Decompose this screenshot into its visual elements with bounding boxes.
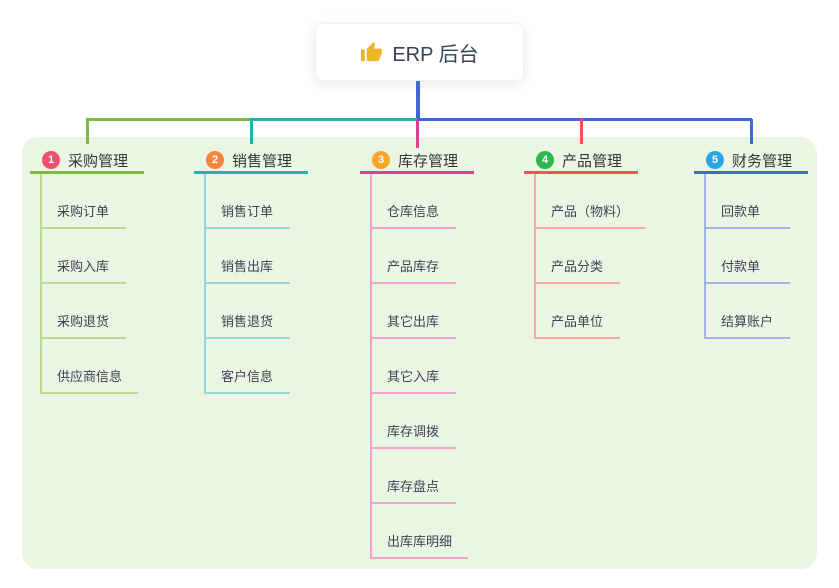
leaf-node-sales-order[interactable]: 销售订单 [204,174,290,229]
leaf-node-product-material[interactable]: 产品（物料） [534,174,646,229]
branch-number-badge: 4 [536,151,554,169]
branch-node-inventory[interactable]: 3 库存管理 [360,149,474,174]
leaf-node-warehouse-info[interactable]: 仓库信息 [370,174,456,229]
connector-drop-sales [250,118,253,144]
branch-items: 销售订单 销售出库 销售退货 客户信息 [204,174,308,394]
leaf-node-sales-outbound[interactable]: 销售出库 [204,229,290,284]
root-node[interactable]: ERP 后台 [315,23,524,81]
leaf-node-receipt-bill[interactable]: 回款单 [704,174,790,229]
leaf-node-settlement-account[interactable]: 结算账户 [704,284,790,339]
branch-subtree-line [204,174,206,394]
connector-drop-product [580,119,583,144]
leaf-node-customer-info[interactable]: 客户信息 [204,339,290,394]
leaf-node-product-stock[interactable]: 产品库存 [370,229,456,284]
branch-number-badge: 5 [706,151,724,169]
connector-h-sales [250,118,418,121]
branch-finance: 5 财务管理 回款单 付款单 结算账户 [694,149,808,339]
leaf-node-product-unit[interactable]: 产品单位 [534,284,620,339]
branch-number-badge: 3 [372,151,390,169]
branch-items: 回款单 付款单 结算账户 [704,174,808,339]
leaf-node-product-category[interactable]: 产品分类 [534,229,620,284]
branch-label: 产品管理 [562,152,623,170]
connector-h-finance [417,118,752,121]
branch-label: 销售管理 [232,152,293,170]
leaf-node-supplier-info[interactable]: 供应商信息 [40,339,139,394]
leaf-node-sales-return[interactable]: 销售退货 [204,284,290,339]
branch-node-sales[interactable]: 2 销售管理 [194,149,308,174]
branch-items: 采购订单 采购入库 采购退货 供应商信息 [40,174,144,394]
leaf-node-stock-check[interactable]: 库存盘点 [370,449,456,504]
branch-subtree-line [534,174,536,339]
root-node-label: ERP 后台 [392,43,479,66]
branch-items: 仓库信息 产品库存 其它出库 其它入库 库存调拨 库存盘点 出库库明细 [370,174,474,559]
branch-label: 库存管理 [398,152,459,170]
connector-h-purchase [86,118,252,121]
branch-purchase: 1 采购管理 采购订单 采购入库 采购退货 供应商信息 [30,149,144,394]
branch-sales: 2 销售管理 销售订单 销售出库 销售退货 客户信息 [194,149,308,394]
thumbs-up-icon [361,41,383,61]
branch-label: 财务管理 [732,152,793,170]
branch-subtree-line [704,174,706,339]
branch-subtree-line [370,174,372,559]
branch-items: 产品（物料） 产品分类 产品单位 [534,174,646,339]
branch-node-purchase[interactable]: 1 采购管理 [30,149,144,174]
leaf-node-purchase-inbound[interactable]: 采购入库 [40,229,126,284]
connector-drop-inventory [416,120,419,148]
branch-number-badge: 1 [42,151,60,169]
branch-node-product[interactable]: 4 产品管理 [524,149,638,174]
leaf-node-purchase-return[interactable]: 采购退货 [40,284,126,339]
leaf-node-other-inbound[interactable]: 其它入库 [370,339,456,394]
branch-product: 4 产品管理 产品（物料） 产品分类 产品单位 [524,149,646,339]
leaf-node-stock-transfer[interactable]: 库存调拨 [370,394,456,449]
branch-label: 采购管理 [68,152,129,170]
leaf-node-payment-bill[interactable]: 付款单 [704,229,790,284]
branch-subtree-line [40,174,42,394]
leaf-node-other-outbound[interactable]: 其它出库 [370,284,456,339]
connector-drop-purchase [86,118,89,144]
branch-inventory: 3 库存管理 仓库信息 产品库存 其它出库 其它入库 库存调拨 库存盘点 出库库… [360,149,474,559]
connector-drop-finance [750,119,753,144]
leaf-node-outbound-detail[interactable]: 出库库明细 [370,504,469,559]
connector-root-stem [416,81,420,120]
branch-node-finance[interactable]: 5 财务管理 [694,149,808,174]
branches-panel [22,137,817,569]
branch-number-badge: 2 [206,151,224,169]
leaf-node-purchase-order[interactable]: 采购订单 [40,174,126,229]
